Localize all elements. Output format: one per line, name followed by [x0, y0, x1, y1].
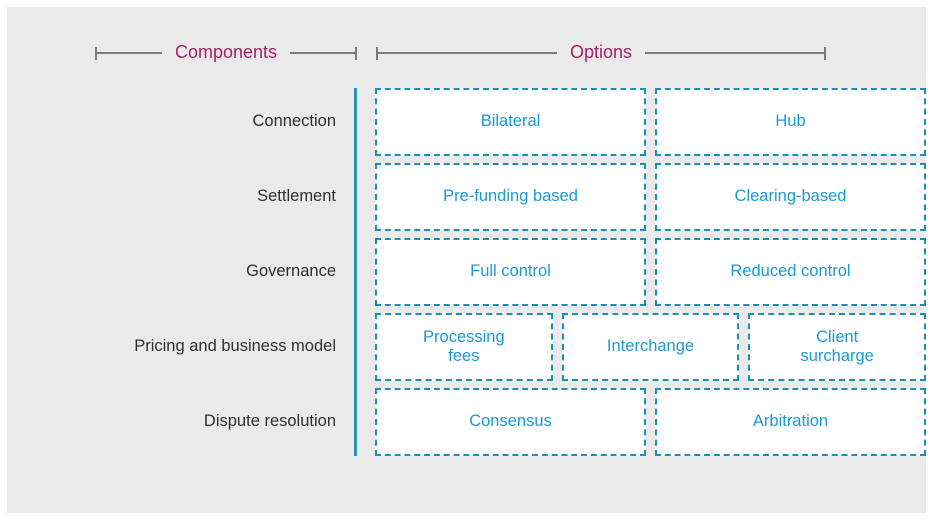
row-label-cell: Pricing and business model	[7, 313, 350, 381]
option-box-reduced-control[interactable]: Reduced control	[655, 238, 926, 306]
row-label-cell: Governance	[7, 238, 350, 306]
option-box-consensus[interactable]: Consensus	[375, 388, 646, 456]
row-label-cell: Dispute resolution	[7, 388, 350, 456]
row-label-connection: Connection	[252, 112, 336, 131]
option-label: Client surcharge	[800, 327, 874, 365]
options-bracket: Options	[376, 43, 827, 61]
divider-cell	[350, 234, 361, 310]
option-box-hub[interactable]: Hub	[655, 88, 926, 156]
bracket-cap-right	[824, 46, 827, 60]
option-label: Processing fees	[423, 327, 505, 365]
matrix-row: Settlement Pre-funding based Clearing-ba…	[7, 159, 926, 235]
row-label-governance: Governance	[246, 262, 336, 281]
components-bracket: Components	[95, 43, 357, 61]
option-box-client-surcharge[interactable]: Client surcharge	[748, 313, 927, 381]
matrix-row: Dispute resolution Consensus Arbitration	[7, 384, 926, 456]
divider-cell	[350, 159, 361, 235]
option-box-pre-funding-based[interactable]: Pre-funding based	[375, 163, 646, 231]
option-box-full-control[interactable]: Full control	[375, 238, 646, 306]
matrix-row: Governance Full control Reduced control	[7, 234, 926, 310]
options-cell: Consensus Arbitration	[361, 388, 926, 456]
option-box-clearing-based[interactable]: Clearing-based	[655, 163, 926, 231]
option-box-arbitration[interactable]: Arbitration	[655, 388, 926, 456]
option-label: Bilateral	[480, 112, 541, 131]
row-label-cell: Settlement	[7, 163, 350, 231]
row-label-dispute-resolution: Dispute resolution	[203, 412, 336, 431]
matrix-row: Connection Bilateral Hub	[7, 88, 926, 160]
option-label: Consensus	[469, 412, 552, 431]
bracket-rule-right	[290, 52, 355, 54]
options-cell: Processing fees Interchange Client surch…	[361, 313, 927, 381]
bracket-cap-right	[355, 46, 357, 60]
row-label-pricing-and-business-model: Pricing and business model	[134, 337, 336, 356]
divider-cell	[350, 88, 361, 160]
vertical-divider-line	[354, 234, 357, 310]
bracket-cap-left	[376, 46, 378, 60]
matrix-row: Pricing and business model Processing fe…	[7, 309, 927, 385]
option-box-bilateral[interactable]: Bilateral	[375, 88, 646, 156]
components-header-label: Components	[174, 42, 278, 62]
vertical-divider-line	[354, 88, 357, 160]
option-label: Pre-funding based	[443, 187, 578, 206]
vertical-divider-line	[354, 384, 357, 456]
vertical-divider-line	[354, 159, 357, 235]
option-box-interchange[interactable]: Interchange	[561, 313, 740, 381]
option-box-processing-fees[interactable]: Processing fees	[375, 313, 553, 381]
divider-cell	[350, 384, 361, 456]
options-header-label: Options	[569, 42, 633, 62]
component-options-matrix: Connection Bilateral Hub Settlement	[7, 88, 927, 456]
option-label: Reduced control	[730, 262, 851, 281]
row-label-cell: Connection	[7, 88, 350, 156]
bracket-cap-left	[95, 46, 97, 60]
figure-panel: Components Options Connection Bilateral	[7, 7, 927, 513]
options-cell: Full control Reduced control	[361, 238, 926, 306]
column-headers: Components Options	[7, 7, 926, 67]
option-label: Full control	[470, 262, 551, 281]
row-label-settlement: Settlement	[257, 187, 336, 206]
option-label: Interchange	[606, 337, 695, 356]
option-label: Clearing-based	[734, 187, 847, 206]
options-cell: Pre-funding based Clearing-based	[361, 163, 926, 231]
options-cell: Bilateral Hub	[361, 88, 926, 156]
vertical-divider-line	[354, 309, 357, 385]
bracket-rule-left	[97, 52, 162, 54]
divider-cell	[350, 309, 361, 385]
option-label: Hub	[775, 112, 806, 131]
option-label: Arbitration	[752, 412, 829, 431]
bracket-rule-right	[645, 52, 825, 54]
bracket-rule-left	[378, 52, 557, 54]
